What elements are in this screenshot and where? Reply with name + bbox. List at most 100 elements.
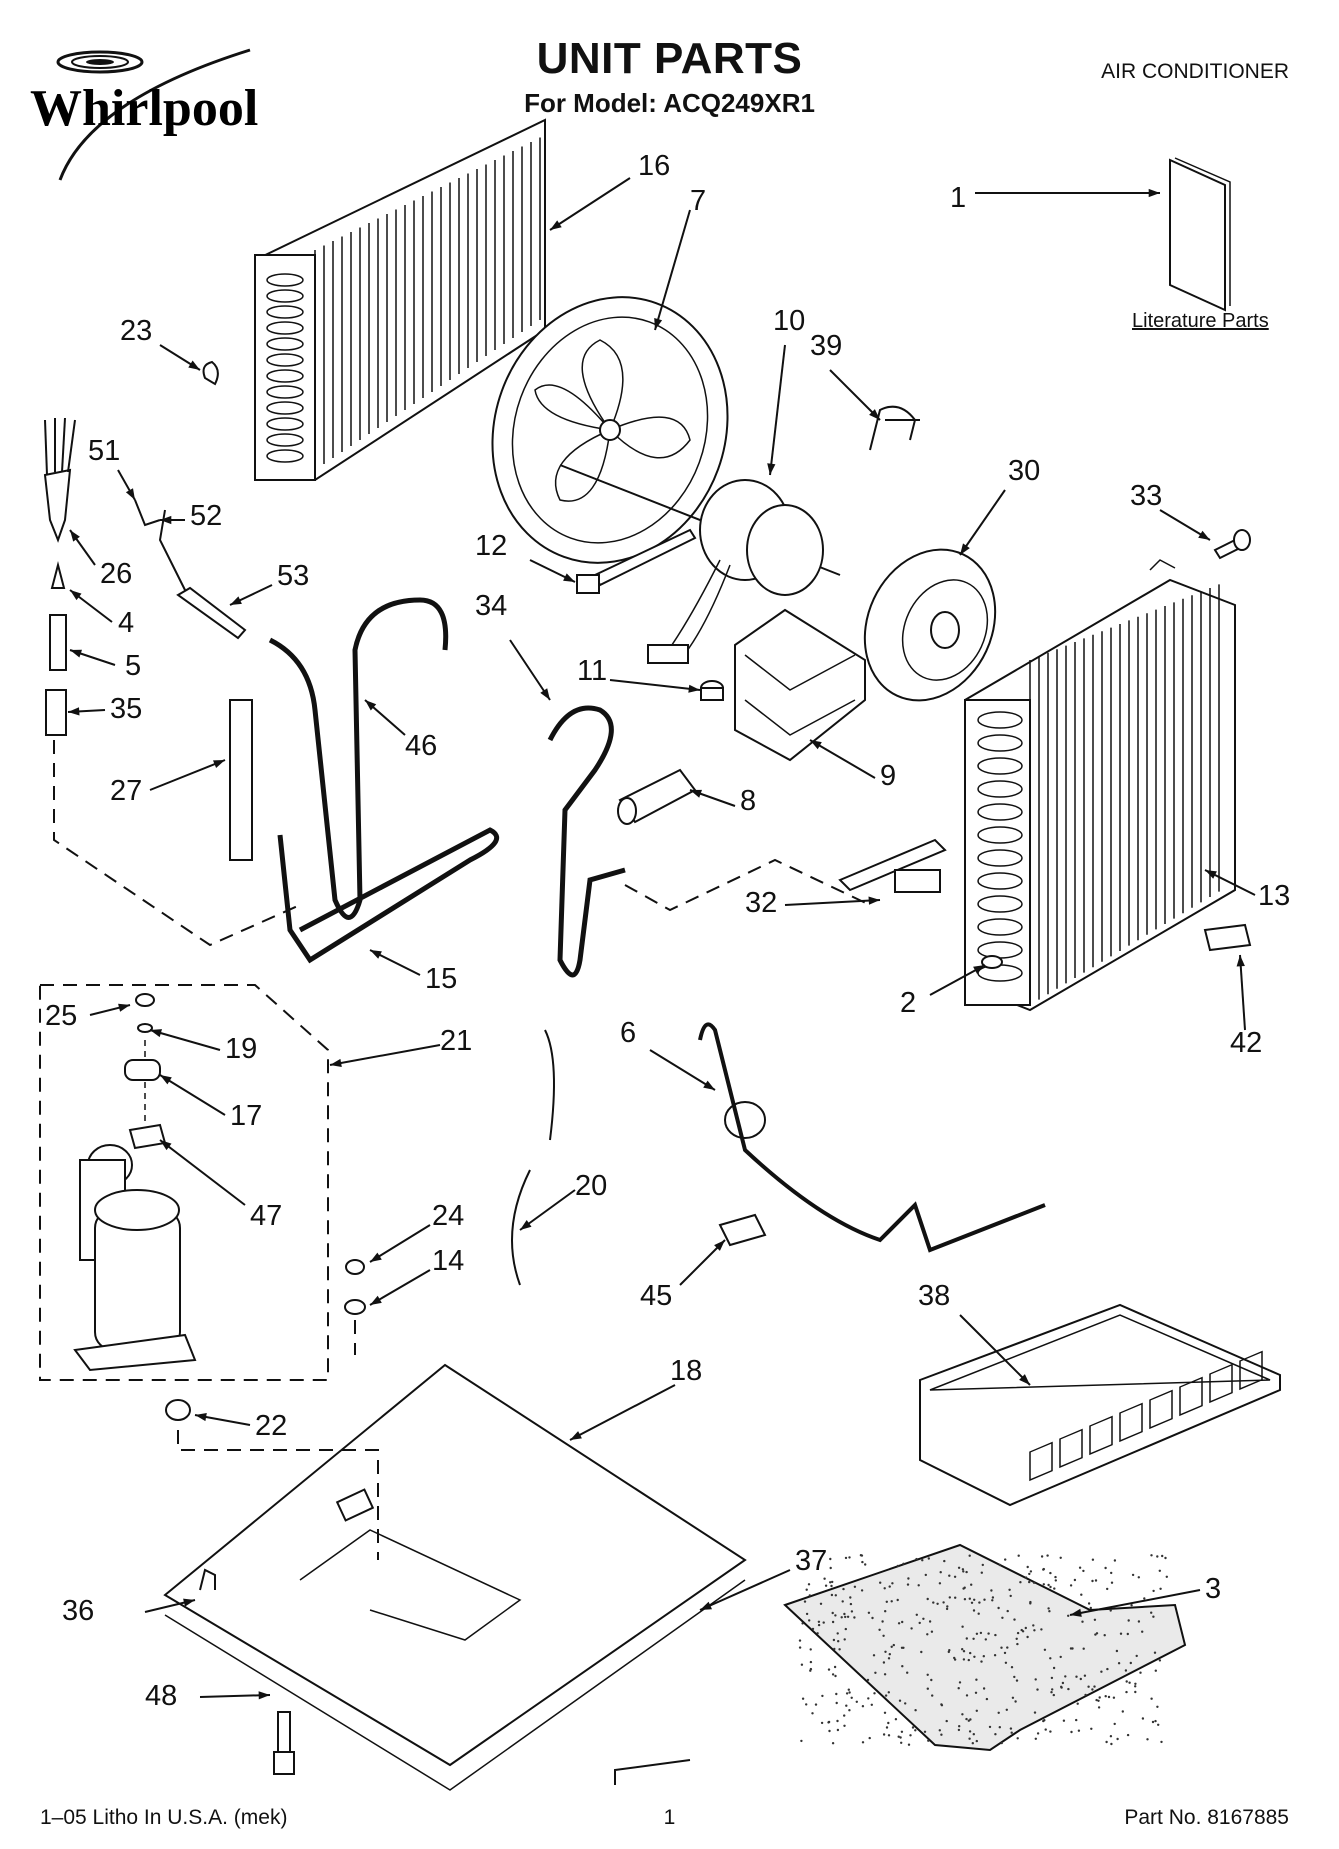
- callout-2: 2: [900, 987, 916, 1019]
- callout-27: 27: [110, 775, 142, 807]
- leader-arrow-13: [1205, 870, 1217, 879]
- leader-arrow-4: [70, 590, 82, 601]
- leader-arrow-32: [868, 896, 880, 905]
- leader-arrow-20: [520, 1220, 532, 1230]
- leader-line-48: [199, 1694, 271, 1698]
- leader-line-18: [569, 1384, 676, 1441]
- leader-line-34: [509, 639, 551, 701]
- leader-arrow-39: [869, 409, 880, 420]
- mounting-bolt-48: [273, 1711, 295, 1775]
- callout-37: 37: [795, 1545, 827, 1577]
- footer-litho: 1–05 Litho In U.S.A. (mek): [40, 1806, 288, 1829]
- callout-15: 15: [425, 963, 457, 995]
- leader-arrow-26: [70, 530, 80, 542]
- leader-arrow-14: [370, 1295, 382, 1305]
- leader-arrow-8: [690, 789, 702, 798]
- tube-15: [277, 827, 500, 964]
- small-clip: [202, 360, 219, 386]
- callout-19: 19: [225, 1033, 257, 1065]
- evaporator-coil: [964, 559, 1236, 1012]
- connector-line-a: [53, 740, 301, 947]
- callout-51: 51: [88, 435, 120, 467]
- callout-13: 13: [1258, 880, 1290, 912]
- leader-line-24: [369, 1224, 431, 1263]
- leader-arrow-48: [258, 1691, 270, 1700]
- sensor-clip: [1203, 923, 1252, 952]
- whirlpool-logo: Whirlpool: [30, 48, 258, 181]
- compressor-hardware: [124, 993, 366, 1421]
- callout-3: 3: [1205, 1573, 1221, 1605]
- callout-9: 9: [880, 760, 896, 792]
- leader-arrow-27: [213, 760, 225, 768]
- leader-arrow-45: [714, 1240, 725, 1251]
- compressor-kit-boundary: [39, 984, 329, 1381]
- callout-11: 11: [577, 655, 607, 687]
- leader-line-20: [519, 1189, 576, 1231]
- callout-33: 33: [1130, 480, 1162, 512]
- leader-arrow-47: [160, 1140, 172, 1151]
- compressor: [73, 1144, 197, 1372]
- callout-48: 48: [145, 1680, 177, 1712]
- leader-arrow-18: [570, 1431, 582, 1440]
- leader-arrow-12: [563, 573, 575, 582]
- leader-arrow-11: [688, 684, 700, 693]
- callout-34: 34: [475, 590, 507, 622]
- elbow-52: [158, 509, 186, 591]
- leader-arrow-7: [654, 318, 663, 330]
- connector-line-b: [624, 858, 871, 912]
- leader-line-37: [699, 1569, 791, 1611]
- svg-text:Whirlpool: Whirlpool: [30, 80, 258, 137]
- callout-45: 45: [640, 1280, 672, 1312]
- callout-labels: 1234567891011121314151617181920212223242…: [45, 150, 1290, 1712]
- callout-18: 18: [670, 1355, 702, 1387]
- blower-wheel: [863, 548, 997, 702]
- leader-line-30: [959, 489, 1006, 556]
- leader-line-38: [959, 1314, 1031, 1386]
- thermistor: [838, 838, 947, 893]
- callout-24: 24: [432, 1200, 464, 1232]
- footer-part-number: Part No. 8167885: [1124, 1806, 1289, 1829]
- callout-14: 14: [432, 1245, 464, 1277]
- sleeve: [617, 768, 697, 825]
- fitting-35: [45, 689, 67, 736]
- callout-17: 17: [230, 1100, 262, 1132]
- callout-20: 20: [575, 1170, 607, 1202]
- leader-arrow-9: [810, 740, 822, 750]
- leader-arrow-25: [118, 1003, 130, 1012]
- callout-42: 42: [1230, 1027, 1262, 1059]
- clip-36: [199, 1568, 216, 1591]
- leader-arrow-38: [1019, 1374, 1030, 1385]
- callout-32: 32: [745, 887, 777, 919]
- leader-arrow-16: [550, 220, 562, 230]
- callout-22: 22: [255, 1410, 287, 1442]
- callout-4: 4: [118, 607, 134, 639]
- wire-harness: [43, 417, 76, 543]
- leader-arrow-52: [160, 515, 172, 525]
- wire-tie: [576, 528, 697, 594]
- model-subtitle: For Model: ACQ249XR1: [524, 88, 815, 118]
- leader-arrow-2: [973, 965, 985, 974]
- leader-arrow-51: [125, 488, 135, 500]
- callout-7: 7: [690, 185, 706, 217]
- leader-arrow-30: [960, 543, 970, 555]
- callout-12: 12: [475, 530, 507, 562]
- literature-parts-label: Literature Parts: [1132, 310, 1269, 332]
- leader-line-6: [649, 1049, 716, 1091]
- fitting-5: [49, 614, 67, 671]
- leader-line-19: [149, 1029, 221, 1051]
- motor-mount: [734, 608, 866, 762]
- callout-16: 16: [638, 150, 670, 182]
- leader-arrow-46: [365, 700, 377, 711]
- callout-23: 23: [120, 315, 152, 347]
- callout-30: 30: [1008, 455, 1040, 487]
- grommet: [700, 680, 724, 701]
- leader-arrow-17: [160, 1075, 172, 1085]
- leader-line-3: [1069, 1589, 1201, 1616]
- cap-4: [50, 561, 66, 589]
- callout-21: 21: [440, 1025, 472, 1057]
- leader-arrow-6: [703, 1080, 715, 1090]
- leader-line-14: [369, 1269, 431, 1306]
- leader-line-17: [159, 1074, 226, 1116]
- leader-line-32: [784, 899, 881, 906]
